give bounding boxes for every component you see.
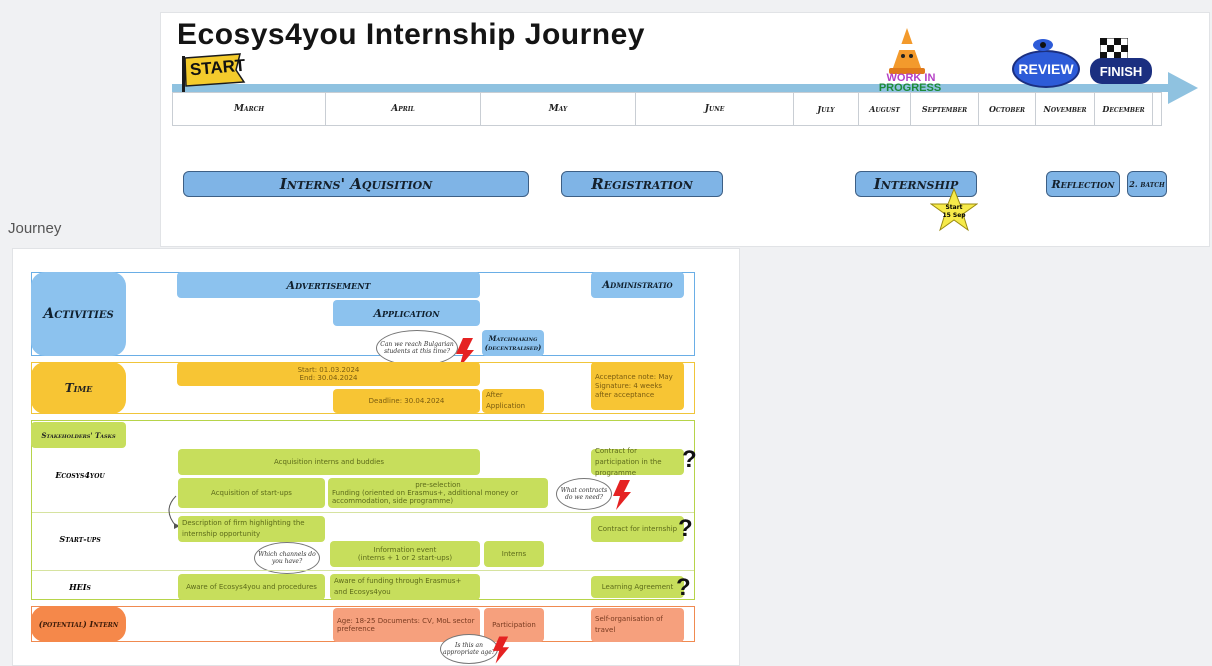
aware-funding-note[interactable]: Aware of funding through Erasmus+ and Ec… — [330, 574, 480, 600]
phase-internship[interactable]: Internship — [855, 171, 977, 197]
review-label: REVIEW — [1018, 61, 1074, 77]
phase-reflection[interactable]: Reflection — [1046, 171, 1120, 197]
month-cell: June — [636, 93, 794, 125]
month-cell: October — [979, 93, 1036, 125]
timeline-title: Ecosys4you Internship Journey — [177, 18, 645, 51]
star-text-2: 15 Sep — [942, 212, 966, 219]
description-firm-note[interactable]: Description of firm highlighting the int… — [178, 516, 325, 542]
month-cell: July — [794, 93, 859, 125]
checkered-flag-icon — [1100, 38, 1128, 60]
star-icon — [930, 188, 978, 232]
arrow-head-icon — [1168, 72, 1198, 104]
traffic-cone-icon — [889, 28, 925, 74]
funding-note[interactable]: pre-selection Funding (oriented on Erasm… — [328, 478, 548, 508]
matchmaking-line-1: Matchmaking — [488, 334, 538, 343]
intern-label: (potential) Intern — [31, 606, 126, 642]
info-event-sub: (interns + 1 or 2 start-ups) — [357, 554, 453, 562]
star-text-1: Start — [945, 204, 963, 211]
info-event-text: Information event — [373, 546, 437, 554]
time-label: Time — [31, 362, 126, 414]
contract-participation-note[interactable]: Contract for participation in the progra… — [591, 447, 684, 477]
acceptance-note[interactable]: Acceptance note: May Signature: 4 weeks … — [591, 362, 684, 410]
connector-arrow-icon — [168, 495, 180, 529]
interns-note[interactable]: Interns — [484, 541, 544, 567]
divider-line — [32, 570, 694, 571]
application-note[interactable]: Application — [333, 300, 480, 326]
phase-registration[interactable]: Registration — [561, 171, 723, 197]
learning-agreement-note[interactable]: Learning Agreement — [591, 576, 684, 598]
timeline-arrow — [172, 84, 1172, 92]
time-start: Start: 01.03.2024 — [297, 366, 360, 374]
lightning-icon — [456, 338, 474, 368]
stakeholders-label: Stakeholders' Tasks — [31, 422, 126, 448]
startups-label: Start-ups — [59, 534, 101, 544]
acquisition-startups-note[interactable]: Acquisition of start-ups — [178, 478, 325, 508]
month-cell: December — [1095, 93, 1153, 125]
speech-bubble-contracts: What contracts do we need? — [556, 478, 612, 510]
administration-note[interactable]: Administratio — [591, 272, 684, 298]
start-flag-icon — [182, 53, 246, 108]
contract-internship-note[interactable]: Contract for internship — [591, 516, 684, 542]
month-cell: November — [1036, 93, 1095, 125]
wip-line-2: PROGRESS — [878, 82, 942, 94]
funding-text: Funding (oriented on Erasmus+, additiona… — [332, 489, 519, 505]
deadline-note[interactable]: Deadline: 30.04.2024 — [333, 389, 480, 413]
preselection-text: pre-selection — [415, 481, 461, 489]
speech-bubble-channels: Which channels do you have? — [254, 542, 320, 574]
speech-bubble-students: Can we reach Bulgarian students at this … — [376, 330, 458, 366]
advertisement-note[interactable]: Advertisement — [177, 272, 480, 298]
phase-acquisition[interactable]: Interns' Aquisition — [183, 171, 529, 197]
divider-line — [32, 512, 694, 513]
matchmaking-note[interactable]: Matchmaking (decentralised) — [482, 330, 544, 356]
participation-note[interactable]: Participation — [484, 608, 544, 642]
question-mark-icon: ? — [676, 574, 691, 601]
aware-ecosys-note[interactable]: Aware of Ecosys4you and procedures — [178, 574, 325, 600]
month-cell: March — [173, 93, 326, 125]
question-mark-icon: ? — [678, 515, 693, 542]
matchmaking-line-2: (decentralised) — [484, 343, 542, 352]
frame-label: Journey — [8, 220, 62, 237]
month-cell: May — [481, 93, 636, 125]
month-cell: April — [326, 93, 481, 125]
time-start-end-note[interactable]: Start: 01.03.2024 End: 30.04.2024 — [177, 362, 480, 386]
lightning-icon — [613, 480, 631, 510]
finish-label: FINISH — [1099, 63, 1143, 79]
time-end: End: 30.04.2024 — [299, 374, 358, 382]
activities-label: Activities — [31, 272, 126, 356]
question-mark-icon: ? — [682, 446, 697, 473]
info-event-note[interactable]: Information event (interns + 1 or 2 star… — [330, 541, 480, 567]
heis-label: HEIs — [69, 582, 91, 592]
speech-bubble-age: Is this an appropriate age? — [440, 634, 498, 664]
self-organisation-note[interactable]: Self-organisation of travel — [591, 608, 684, 642]
finish-badge: FINISH — [1090, 58, 1152, 84]
ecosys-label: Ecosys4you — [55, 470, 105, 480]
eye-icon — [1033, 39, 1053, 51]
acquisition-interns-note[interactable]: Acquisition interns and buddies — [178, 449, 480, 475]
month-cell: August — [859, 93, 911, 125]
phase-batch[interactable]: 2. batch — [1127, 171, 1167, 197]
review-badge: REVIEW — [1012, 50, 1080, 88]
lightning-icon — [492, 636, 510, 664]
after-application-note[interactable]: After Application — [482, 389, 544, 413]
wip-line-1: WORK IN — [886, 72, 936, 84]
month-cell: September — [911, 93, 979, 125]
